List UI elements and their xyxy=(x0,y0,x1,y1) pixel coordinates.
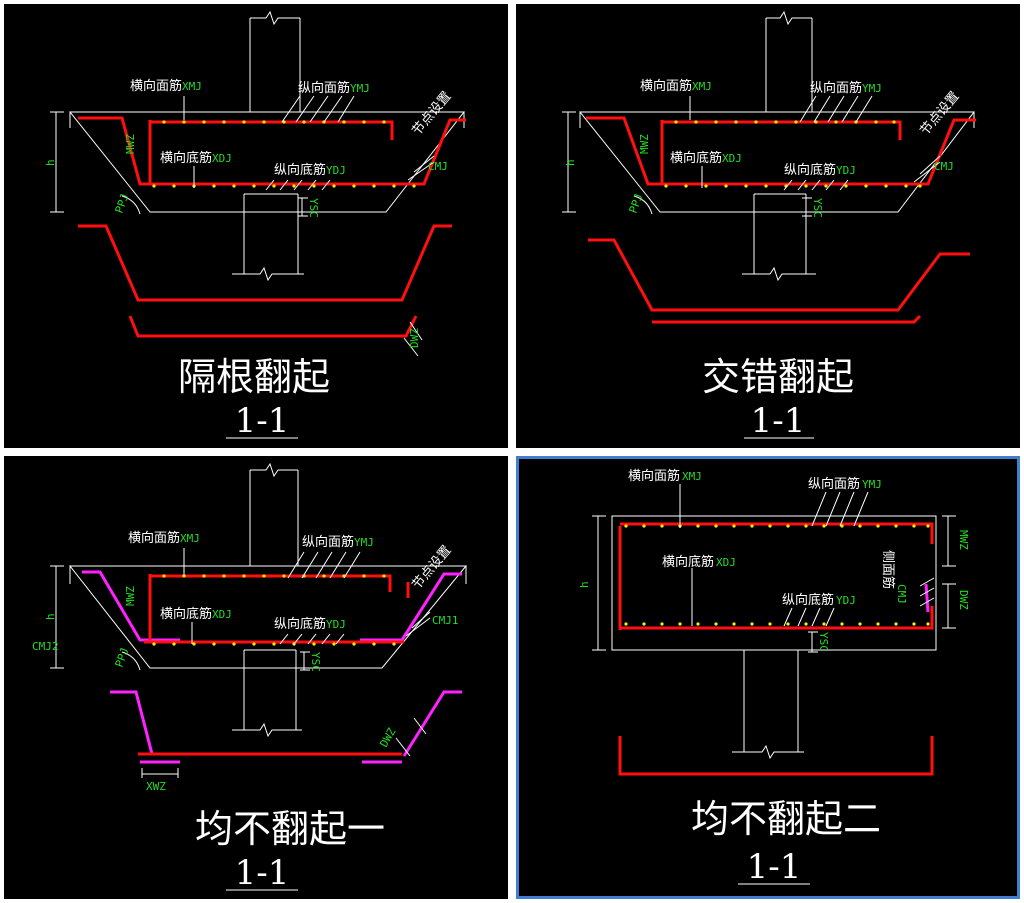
panel-title: 均不翻起二 xyxy=(691,797,881,841)
code-xdj: XDJ xyxy=(212,152,232,165)
dim-mwz: MWZ xyxy=(957,530,970,550)
code-xdj: XDJ xyxy=(716,556,736,569)
label-bottom-longitudinal: 纵向底筋 xyxy=(274,162,326,178)
dim-ppj: PPJ xyxy=(113,646,132,669)
label-node-setting: 节点设置 xyxy=(410,543,455,592)
section-drawing: 横向面筋 XMJ 纵向面筋 YMJ 横向底筋 XDJ 纵向底筋 YDJ 节点设置… xyxy=(562,10,976,441)
panel-title: 均不翻起一 xyxy=(195,807,385,851)
code-ymj: YMJ xyxy=(350,82,370,95)
code-ydj: YDJ xyxy=(326,618,346,631)
label-bottom-transverse: 横向底筋 xyxy=(160,150,212,166)
code-xmj: XMJ xyxy=(682,470,702,483)
code-ymj: YMJ xyxy=(354,536,374,549)
code-cmj2: CMJ2 xyxy=(32,640,59,653)
dim-h: h xyxy=(564,159,577,166)
label-top-transverse: 横向面筋 xyxy=(128,530,180,546)
label-node-setting: 节点设置 xyxy=(918,89,963,138)
panel-alternate-bend[interactable]: 横向面筋 XMJ 纵向面筋 YMJ 横向底筋 XDJ 纵向底筋 YDJ 节点设置… xyxy=(4,4,508,448)
dim-xwz: XWZ xyxy=(146,780,166,793)
dim-dwz: DWZ xyxy=(377,725,398,749)
code-xdj: XDJ xyxy=(212,608,232,621)
label-bottom-transverse: 横向底筋 xyxy=(662,554,714,570)
panel-staggered-bend[interactable]: 横向面筋 XMJ 纵向面筋 YMJ 横向底筋 XDJ 纵向底筋 YDJ 节点设置… xyxy=(516,4,1020,448)
dim-ysc: YSC xyxy=(811,198,824,218)
code-xmj: XMJ xyxy=(692,80,712,93)
panel-no-bend-two[interactable]: 横向面筋 XMJ 纵向面筋 YMJ 横向底筋 XDJ 纵向底筋 YDJ 侧面筋 … xyxy=(516,456,1020,899)
dim-dwz: DWZ xyxy=(408,328,421,348)
dim-ysc: YSC xyxy=(307,198,320,218)
section-drawing: 横向面筋 XMJ 纵向面筋 YMJ 横向底筋 XDJ 纵向底筋 YDJ 侧面筋 … xyxy=(578,468,970,887)
code-cmj: CMJ xyxy=(895,584,908,604)
label-side-bar: 侧面筋 xyxy=(880,550,896,589)
section-label: 1-1 xyxy=(751,401,806,441)
label-top-longitudinal: 纵向面筋 xyxy=(298,80,350,96)
panel-title: 交错翻起 xyxy=(702,355,854,399)
label-top-longitudinal: 纵向面筋 xyxy=(810,80,862,96)
section-label: 1-1 xyxy=(235,401,290,441)
dim-ysc: YSC xyxy=(309,652,322,672)
code-xmj: XMJ xyxy=(182,80,202,93)
dim-h: h xyxy=(578,581,591,588)
code-xmj: XMJ xyxy=(180,532,200,545)
label-top-longitudinal: 纵向面筋 xyxy=(808,476,860,492)
label-top-transverse: 横向面筋 xyxy=(640,78,692,94)
dim-dwz: DWZ xyxy=(957,590,970,610)
section-drawing: 横向面筋 XMJ 纵向面筋 YMJ 横向底筋 XDJ 纵向底筋 YDJ 节点设置… xyxy=(32,462,468,893)
section-drawing: 横向面筋 XMJ 纵向面筋 YMJ 横向底筋 XDJ 纵向底筋 YDJ 节点设置… xyxy=(44,10,466,441)
label-bottom-transverse: 横向底筋 xyxy=(160,606,212,622)
code-ymj: YMJ xyxy=(862,478,882,491)
dim-ysc: YSC xyxy=(817,632,830,652)
code-cmj: CMJ xyxy=(428,160,448,173)
code-ydj: YDJ xyxy=(836,594,856,607)
label-bottom-transverse: 横向底筋 xyxy=(670,150,722,166)
label-bottom-longitudinal: 纵向底筋 xyxy=(782,592,834,608)
code-cmj: CMJ xyxy=(934,160,954,173)
label-bottom-longitudinal: 纵向底筋 xyxy=(784,162,836,178)
section-label: 1-1 xyxy=(235,853,290,893)
dim-mwz: MWZ xyxy=(124,134,137,154)
panel-title: 隔根翻起 xyxy=(178,355,330,399)
dim-h: h xyxy=(44,159,57,166)
code-xdj: XDJ xyxy=(722,152,742,165)
panel-no-bend-one[interactable]: 横向面筋 XMJ 纵向面筋 YMJ 横向底筋 XDJ 纵向底筋 YDJ 节点设置… xyxy=(4,456,508,899)
code-ydj: YDJ xyxy=(326,164,346,177)
dim-ppj: PPJ xyxy=(113,192,132,215)
label-bottom-longitudinal: 纵向底筋 xyxy=(274,616,326,632)
dim-mwz: MWZ xyxy=(638,134,651,154)
code-ymj: YMJ xyxy=(862,82,882,95)
section-label: 1-1 xyxy=(747,847,802,887)
label-top-transverse: 横向面筋 xyxy=(130,78,182,94)
code-cmj1: CMJ1 xyxy=(432,614,459,627)
dim-mwz: MWZ xyxy=(124,586,137,606)
label-top-longitudinal: 纵向面筋 xyxy=(302,534,354,550)
label-node-setting: 节点设置 xyxy=(410,89,455,138)
code-ydj: YDJ xyxy=(836,164,856,177)
label-top-transverse: 横向面筋 xyxy=(628,468,680,484)
dim-h: h xyxy=(44,613,57,620)
dim-ppj: PPJ xyxy=(627,192,646,215)
